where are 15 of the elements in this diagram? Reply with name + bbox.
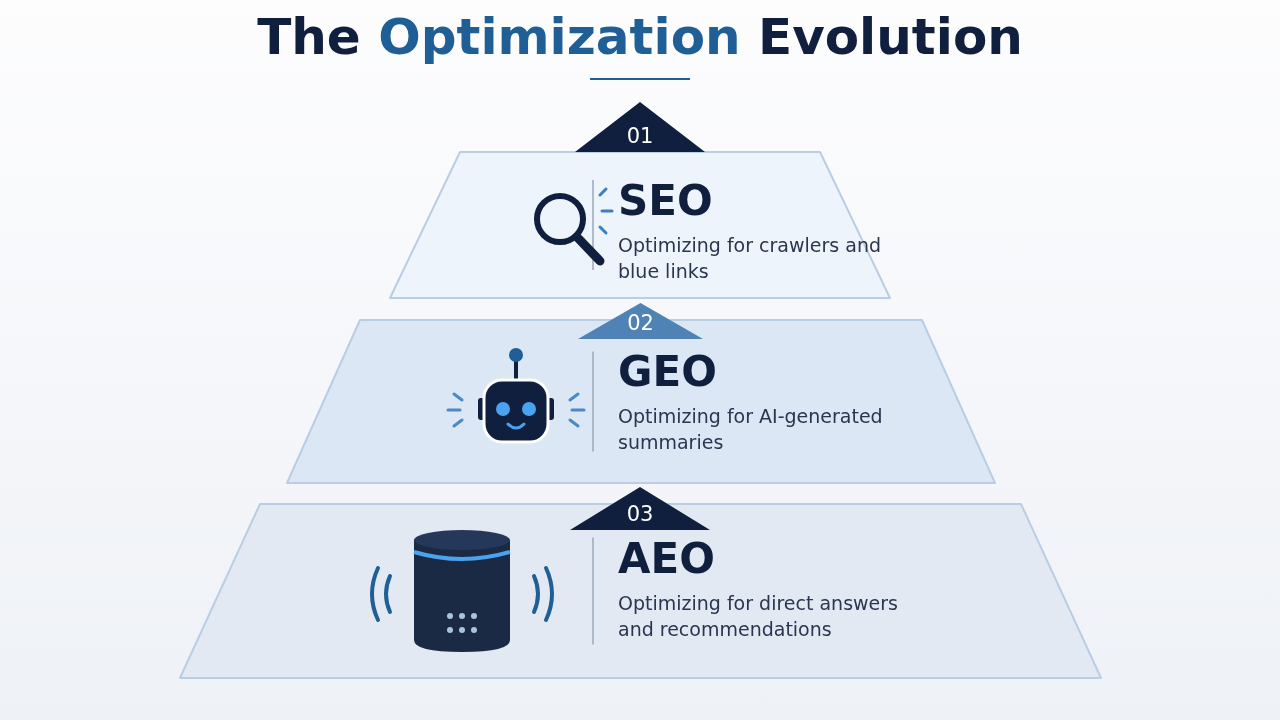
tier-heading: SEO <box>618 180 713 222</box>
number-tab <box>578 303 703 339</box>
title: The Optimization Evolution <box>256 8 1024 66</box>
step-number: 01 <box>625 124 655 148</box>
step-number: 03 <box>625 502 655 526</box>
tier-description: Optimizing for crawlers and blue links <box>618 233 882 284</box>
step-number: 02 <box>626 311 655 335</box>
pyramid-tier <box>178 502 1103 680</box>
tier-heading: AEO <box>618 537 715 580</box>
tier-heading: GEO <box>618 351 717 394</box>
number-tab <box>575 102 705 152</box>
tier-description: Optimizing for direct answers and recommendations <box>618 590 899 642</box>
pyramid-tier <box>388 150 892 300</box>
tier-description: Optimizing for AI-generated summaries <box>618 404 884 456</box>
number-tab <box>570 487 710 530</box>
